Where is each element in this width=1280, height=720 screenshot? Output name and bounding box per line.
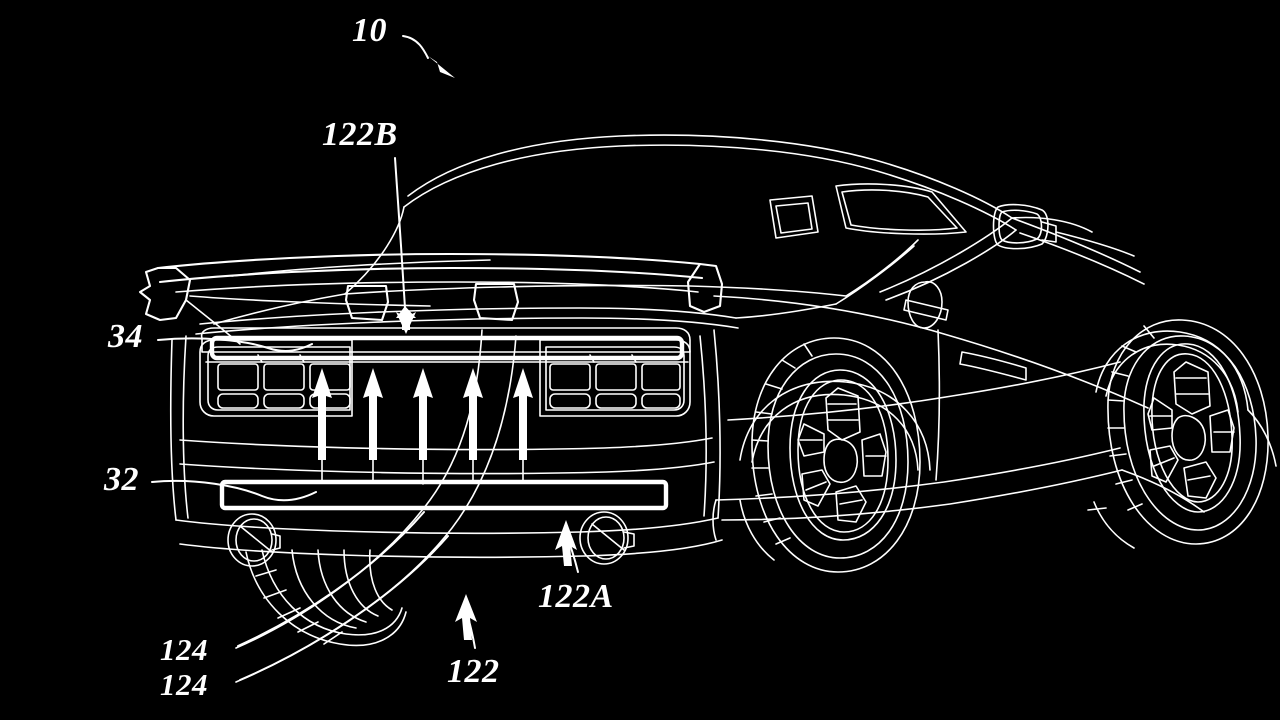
rear-deck (195, 293, 837, 335)
exhaust-tip-left (227, 513, 281, 567)
reference-label-122A: 122A (538, 578, 614, 615)
reference-label-10: 10 (352, 12, 387, 49)
reference-label-122: 122 (447, 653, 500, 690)
reference-label-124-upper: 124 (160, 632, 208, 667)
airflow-arrows (312, 368, 533, 485)
car-body-side (712, 295, 1277, 541)
rear-wheel (739, 337, 921, 573)
exhaust-tip-right (579, 511, 635, 565)
car-greenhouse (344, 134, 1145, 305)
reference-label-32: 32 (104, 461, 139, 498)
reference-label-124-lower: 124 (160, 667, 208, 702)
leader-32 (151, 479, 317, 502)
leader-34 (157, 337, 313, 352)
rear-tire-left (245, 549, 407, 647)
leader-124-lower (239, 535, 449, 681)
leader-122 (455, 594, 477, 649)
side-mirror (992, 203, 1135, 257)
upper-light-bar (200, 327, 691, 363)
leader-122B-arrowhead (396, 312, 416, 334)
leader-124-upper (237, 511, 425, 647)
lower-light-bar (219, 479, 669, 511)
reference-label-122B: 122B (322, 116, 398, 153)
fuel-cap-badge (903, 280, 949, 329)
leader-122A (555, 520, 579, 573)
leader-122B (394, 157, 416, 330)
reference-label-34: 34 (108, 318, 143, 355)
leader-10 (402, 35, 455, 78)
front-wheel (1087, 319, 1269, 549)
